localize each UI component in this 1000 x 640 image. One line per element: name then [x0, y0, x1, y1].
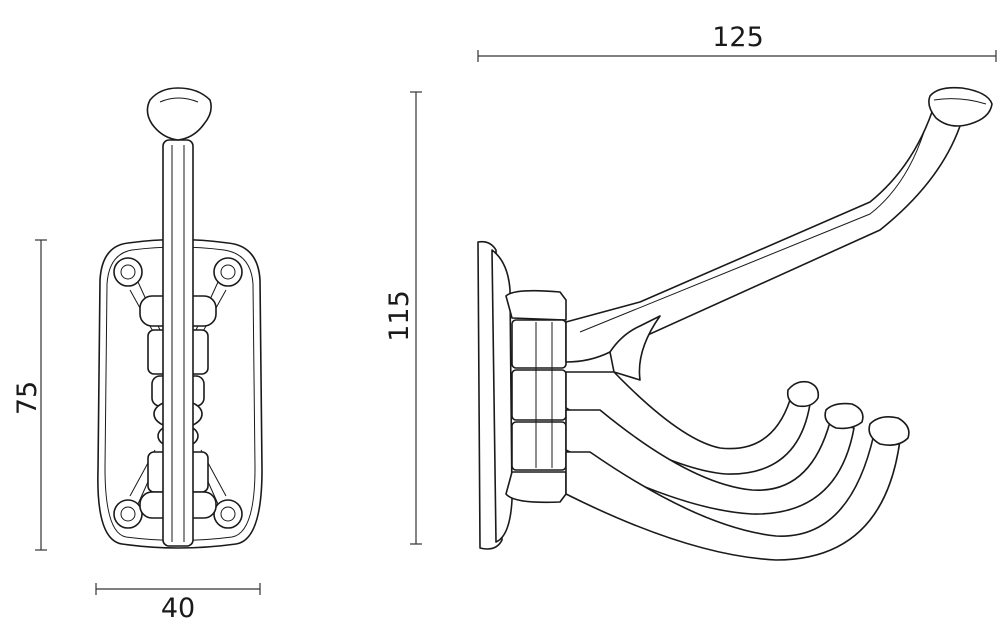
dim-label-75: 75 [12, 381, 43, 415]
front-plate-inner-edge [104, 246, 256, 541]
front-screw-bottom-left [113, 499, 143, 529]
front-screw-top-left [113, 257, 143, 287]
dim-front-height: 75 [12, 239, 47, 551]
side-upper-hook [565, 111, 961, 363]
dim-label-40: 40 [161, 593, 195, 624]
dim-side-width: 125 [477, 22, 997, 62]
side-lower-hook-2 [565, 409, 855, 515]
front-view [97, 87, 263, 549]
dim-label-125: 125 [712, 22, 764, 53]
side-central-body [505, 289, 567, 504]
dim-front-width: 40 [95, 583, 261, 624]
front-hook-stem [162, 139, 194, 547]
side-view [477, 86, 993, 561]
side-upper-hook-tip [928, 86, 993, 127]
dim-side-height: 115 [384, 91, 422, 545]
front-hook-knob [146, 87, 212, 141]
dim-label-115: 115 [384, 290, 415, 342]
front-screw-top-right [213, 257, 243, 287]
front-screw-bottom-right [213, 499, 243, 529]
